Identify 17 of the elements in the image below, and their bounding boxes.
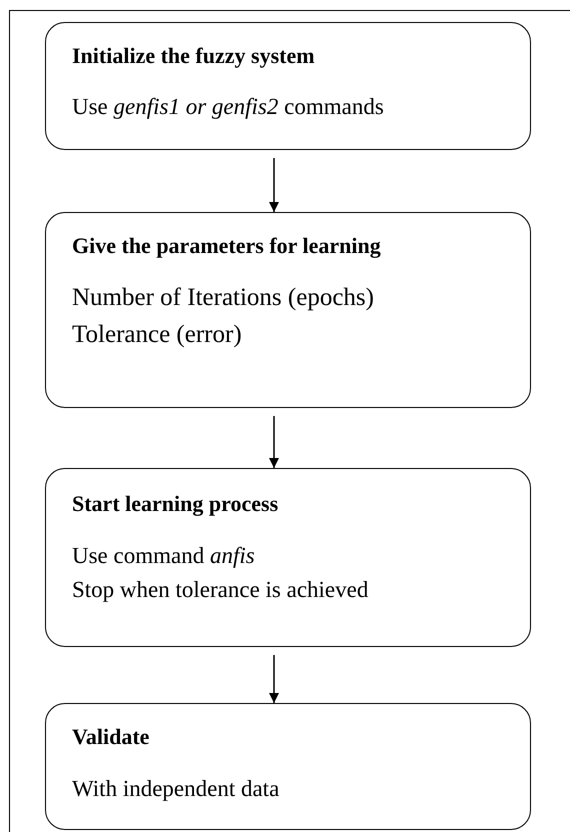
process-box [45,703,531,830]
step-text: Stop when tolerance is achieved [72,576,370,604]
step-heading: Validate [72,724,150,750]
process-box [45,468,531,647]
step-heading: Initialize the fuzzy system [72,43,316,69]
step-heading: Start learning process [72,491,280,517]
step-text: Use command anfis [72,542,256,570]
step-text: Number of Iterations (epochs) [72,283,375,313]
step-heading: Give the parameters for learning [72,233,382,259]
arrow [269,655,279,703]
process-box [45,22,531,150]
step-text: With independent data [72,775,280,803]
step-text: Use genfis1 or genfis2 commands [72,93,385,121]
step-text: Tolerance (error) [72,320,243,350]
arrow [269,158,279,212]
arrow [269,416,279,468]
process-box [45,212,531,408]
